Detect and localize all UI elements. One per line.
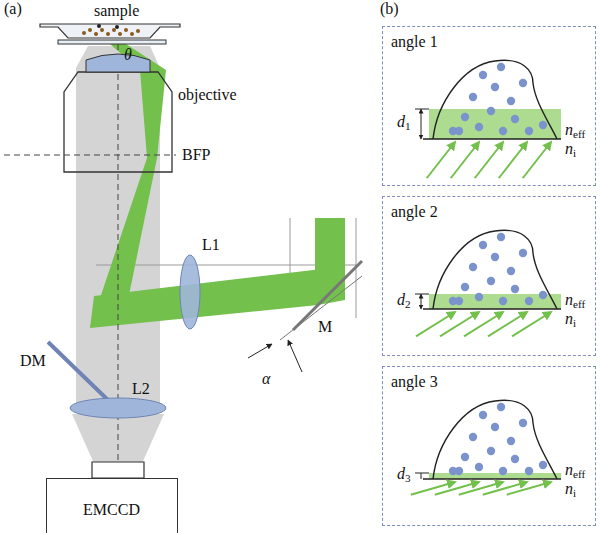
symbol-label: d2: [397, 291, 411, 310]
cell-outline: [433, 400, 557, 479]
symbol-label: neff: [565, 461, 585, 480]
part-label: BFP: [182, 146, 210, 164]
part-label: DM: [20, 352, 46, 370]
sample-dish: [40, 24, 180, 38]
incident-rays: [427, 142, 551, 178]
dichroic-mirror: [48, 342, 110, 402]
mirror-reference: [280, 276, 362, 340]
lens-l2: [70, 398, 166, 418]
symbol-label: d3: [397, 465, 411, 484]
molecules: [449, 233, 547, 305]
depth-marker: [421, 473, 422, 479]
panel-title: angle 1: [391, 33, 438, 51]
incident-rays: [416, 312, 551, 336]
angle-panel: angle 1 d1 neffni: [382, 26, 596, 186]
angle-panel: angle 2 d2 neffni: [382, 196, 596, 356]
part-label: (b): [380, 0, 399, 18]
evanescent-band: [429, 473, 561, 479]
camera-label: EMCCD: [83, 501, 140, 519]
beam-segment: [140, 70, 166, 158]
sample-particles: [82, 24, 140, 36]
part-label: L1: [202, 236, 220, 254]
interface-line: [423, 308, 561, 309]
tirf-illustration: [383, 27, 594, 184]
part-label: α: [262, 370, 270, 388]
part-label: sample: [94, 2, 139, 20]
part-label: L2: [132, 380, 150, 398]
front-lens: [86, 54, 150, 72]
interface-line: [423, 138, 561, 139]
panel-title: angle 2: [391, 203, 438, 221]
camera-box: EMCCD: [46, 478, 178, 533]
symbol-label: neff: [565, 291, 585, 310]
angle-arrow: [288, 340, 302, 372]
cell-outline: [433, 60, 557, 139]
molecules: [449, 63, 547, 135]
objective-housing: [64, 72, 172, 172]
evanescent-band: [429, 109, 561, 139]
depth-tick: [415, 473, 429, 474]
symbol-label: d1: [397, 113, 411, 132]
part-label: (a): [4, 0, 22, 18]
tirf-illustration: [383, 197, 594, 354]
depth-tick: [415, 294, 429, 295]
excitation-beam: [90, 44, 345, 328]
molecules: [449, 403, 547, 475]
part-label: M: [318, 318, 332, 336]
optical-axis: [118, 44, 119, 488]
depth-tick: [415, 109, 429, 110]
symbol-label: ni: [565, 480, 576, 499]
camera-neck: [92, 462, 144, 478]
back-focal-plane: [4, 155, 176, 156]
cell-outline: [433, 230, 557, 309]
angle-panel: angle 3 d3 neffni: [382, 366, 596, 526]
beam-segment: [90, 158, 157, 328]
panel-title: angle 3: [391, 373, 438, 391]
lens-l1: [180, 255, 200, 329]
depth-marker: [421, 294, 422, 309]
coverslip: [58, 40, 166, 44]
incident-rays: [411, 482, 551, 495]
symbol-label: ni: [565, 140, 576, 159]
depth-marker: [421, 109, 422, 139]
part-label: θ: [124, 46, 132, 64]
part-label: objective: [178, 86, 237, 104]
symbol-label: ni: [565, 310, 576, 329]
interface-line: [423, 478, 561, 479]
symbol-label: neff: [565, 121, 585, 140]
angle-arrow: [248, 344, 272, 358]
tirf-illustration: [383, 367, 594, 524]
